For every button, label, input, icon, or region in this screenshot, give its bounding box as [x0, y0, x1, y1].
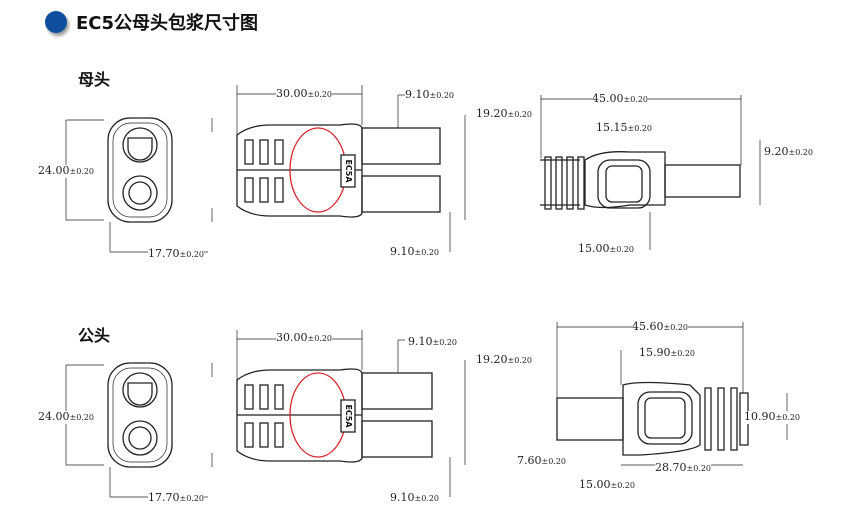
dim-value: 30.00: [276, 331, 308, 344]
dim-tolerance: ±0.20: [69, 167, 95, 176]
dim-tolerance: ±0.20: [623, 95, 649, 104]
male-dim-height: 24.00±0.20: [38, 410, 95, 424]
male-dim-side-rear: 28.70±0.20: [655, 461, 712, 475]
female-dim-side-body: 15.15±0.20: [596, 121, 653, 135]
dim-tolerance: ±0.20: [414, 248, 440, 257]
male-dim-pin-side: 7.60±0.20: [517, 454, 567, 468]
dim-value: 10.90: [744, 410, 776, 423]
dim-tolerance: ±0.20: [507, 356, 533, 365]
dim-tolerance: ±0.20: [507, 110, 533, 119]
female-side-view: [540, 95, 761, 250]
dim-tolerance: ±0.20: [686, 464, 712, 473]
dim-tolerance: ±0.20: [432, 338, 458, 347]
dim-value: 9.20: [764, 145, 789, 158]
dim-value: 17.70: [148, 491, 180, 504]
dim-value: 9.10: [390, 491, 415, 504]
male-dim-length: 30.00±0.20: [276, 331, 333, 345]
dim-tolerance: ±0.20: [541, 457, 567, 466]
female-dim-width: 19.20±0.20: [476, 107, 533, 121]
dim-value: 9.10: [390, 245, 415, 258]
dim-tolerance: ±0.20: [609, 245, 635, 254]
dim-value: 19.20: [476, 353, 508, 366]
dim-tolerance: ±0.20: [627, 124, 653, 133]
dim-tolerance: ±0.20: [775, 413, 801, 422]
dim-value: 15.00: [578, 242, 610, 255]
male-dim-width: 19.20±0.20: [476, 353, 533, 367]
dim-value: 17.70: [148, 247, 180, 260]
male-dim-cable: 10.90±0.20: [744, 410, 801, 424]
female-marking: EC5A: [344, 159, 353, 183]
dim-tolerance: ±0.20: [179, 250, 205, 259]
female-dim-side-length: 45.00±0.20: [592, 92, 649, 106]
dim-tolerance: ±0.20: [179, 494, 205, 503]
female-section-label: 母头: [78, 70, 111, 89]
dim-tolerance: ±0.20: [670, 349, 696, 358]
dim-tolerance: ±0.20: [414, 494, 440, 503]
male-dim-side-length: 45.60±0.20: [632, 320, 689, 334]
dim-tolerance: ±0.20: [663, 323, 689, 332]
page-title: EC5公母头包浆尺寸图: [76, 13, 259, 34]
dim-value: 15.90: [639, 346, 671, 359]
dim-value: 30.00: [276, 87, 308, 100]
front-view: [65, 117, 208, 253]
female-dim-length: 30.00±0.20: [276, 87, 333, 101]
dim-value: 9.10: [408, 335, 433, 348]
female-dim-back: 17.70±0.20: [148, 247, 205, 261]
dim-tolerance: ±0.20: [69, 413, 95, 422]
dim-value: 45.00: [592, 92, 624, 105]
dim-tolerance: ±0.20: [610, 481, 636, 490]
male-dim-pin-bottom: 9.10±0.20: [390, 491, 440, 505]
female-dim-pin-top: 9.10±0.20: [405, 88, 455, 102]
dim-tolerance: ±0.20: [307, 334, 333, 343]
dim-value: 19.20: [476, 107, 508, 120]
dim-value: 9.10: [405, 88, 430, 101]
male-dim-side-body: 15.90±0.20: [639, 346, 696, 360]
dim-value: 24.00: [38, 164, 70, 177]
male-dim-pin-top: 9.10±0.20: [408, 335, 458, 349]
male-side-view: [556, 322, 788, 466]
top-view: [211, 85, 466, 252]
dim-value: 15.00: [579, 478, 611, 491]
male-dim-side-height: 15.00±0.20: [579, 478, 636, 492]
male-dim-back: 17.70±0.20: [148, 491, 205, 505]
female-dim-height: 24.00±0.20: [38, 164, 95, 178]
dim-value: 45.60: [632, 320, 664, 333]
female-dim-pin-bottom: 9.10±0.20: [390, 245, 440, 259]
male-marking: EC5A: [344, 404, 353, 428]
dim-value: 24.00: [38, 410, 70, 423]
bullet-icon: [45, 11, 67, 33]
dim-tolerance: ±0.20: [429, 91, 455, 100]
female-dim-cable: 9.20±0.20: [764, 145, 814, 159]
top-view: [211, 330, 466, 497]
dim-value: 28.70: [655, 461, 687, 474]
male-section-label: 公头: [78, 326, 111, 345]
dim-tolerance: ±0.20: [307, 90, 333, 99]
female-dim-side-height: 15.00±0.20: [578, 242, 635, 256]
dim-value: 15.15: [596, 121, 628, 134]
dim-tolerance: ±0.20: [788, 148, 814, 157]
front-view: [65, 362, 208, 498]
dim-value: 7.60: [517, 454, 542, 467]
